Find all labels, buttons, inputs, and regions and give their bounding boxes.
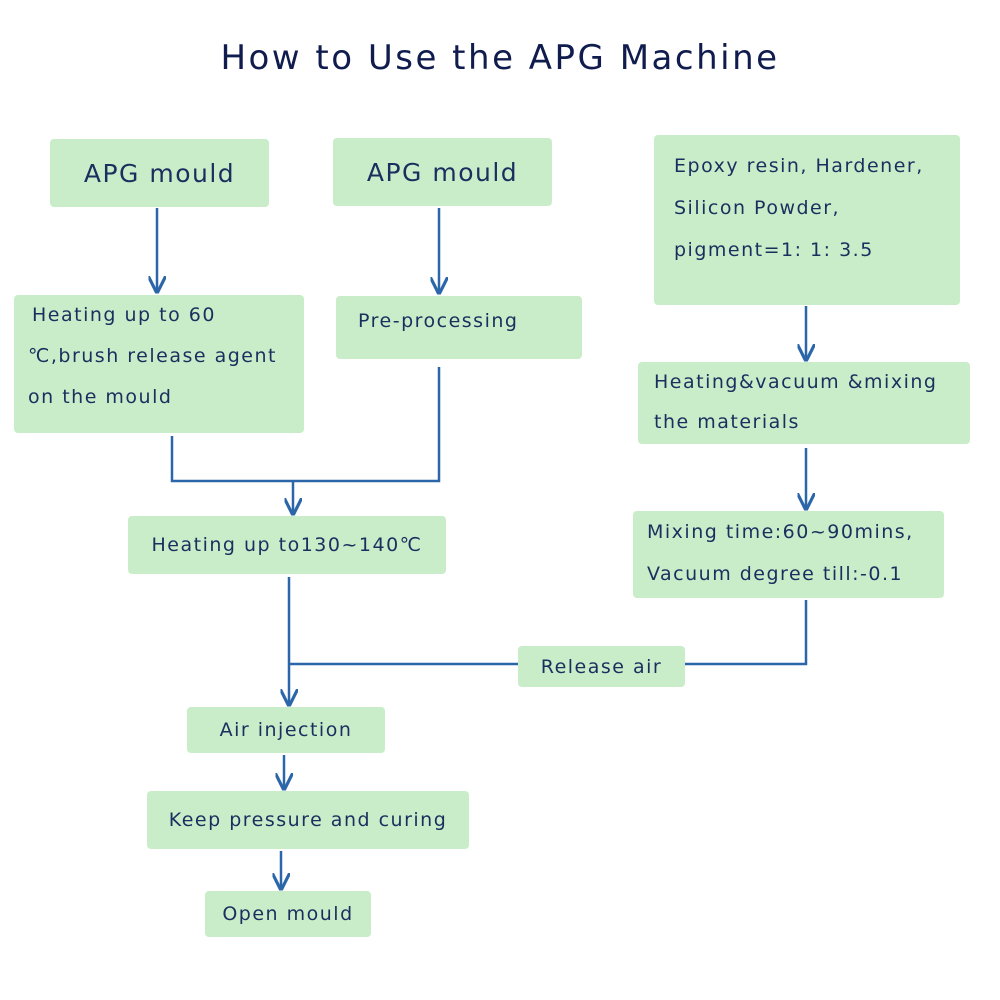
node-text-line: Air injection <box>219 719 353 741</box>
node-text-line: Pre-processing <box>358 310 519 332</box>
node-apg-mould-1: APG mould <box>50 139 269 207</box>
node-text-line: Mixing time:60~90mins, <box>647 521 914 543</box>
node-text-line: on the mould <box>28 386 173 408</box>
node-text-line: Heating up to 60 <box>32 304 216 326</box>
node-pre-processing: Pre-processing <box>336 296 582 359</box>
node-text-line: the materials <box>654 411 800 433</box>
node-text-line: Open mould <box>222 903 354 925</box>
node-apg-mould-2: APG mould <box>333 138 552 206</box>
node-air-injection: Air injection <box>187 707 385 753</box>
node-materials: Epoxy resin, Hardener, Silicon Powder, p… <box>654 135 960 305</box>
node-text-line: ℃,brush release agent <box>28 345 277 367</box>
node-text-line: Keep pressure and curing <box>168 809 448 831</box>
diagram-title: How to Use the APG Machine <box>220 38 780 78</box>
node-heating-130-140: Heating up to130~140℃ <box>128 516 446 574</box>
node-text-line: APG mould <box>366 157 519 187</box>
node-text-line: Heating&vacuum &mixing <box>654 371 938 393</box>
node-keep-pressure: Keep pressure and curing <box>147 791 469 849</box>
node-text-line: Silicon Powder, <box>674 197 841 219</box>
node-text-line: Epoxy resin, Hardener, <box>674 155 924 177</box>
node-text-line: pigment=1: 1: 3.5 <box>674 239 874 261</box>
node-text-line: Vacuum degree till:-0.1 <box>647 563 904 585</box>
node-open-mould: Open mould <box>205 891 371 937</box>
node-text-line: Release air <box>540 655 663 678</box>
node-mixing-time: Mixing time:60~90mins, Vacuum degree til… <box>633 511 944 598</box>
connector-mixingtime-to-releaseair <box>685 600 808 666</box>
node-text-line: Heating up to130~140℃ <box>151 534 423 556</box>
node-release-air: Release air <box>518 646 685 687</box>
connector-heating60-preprocessing-merge <box>170 367 441 483</box>
node-heating-60: Heating up to 60 ℃,brush release agent o… <box>14 295 304 433</box>
node-text-line: APG mould <box>83 158 236 188</box>
node-heating-vacuum-mixing: Heating&vacuum &mixing the materials <box>638 362 970 444</box>
